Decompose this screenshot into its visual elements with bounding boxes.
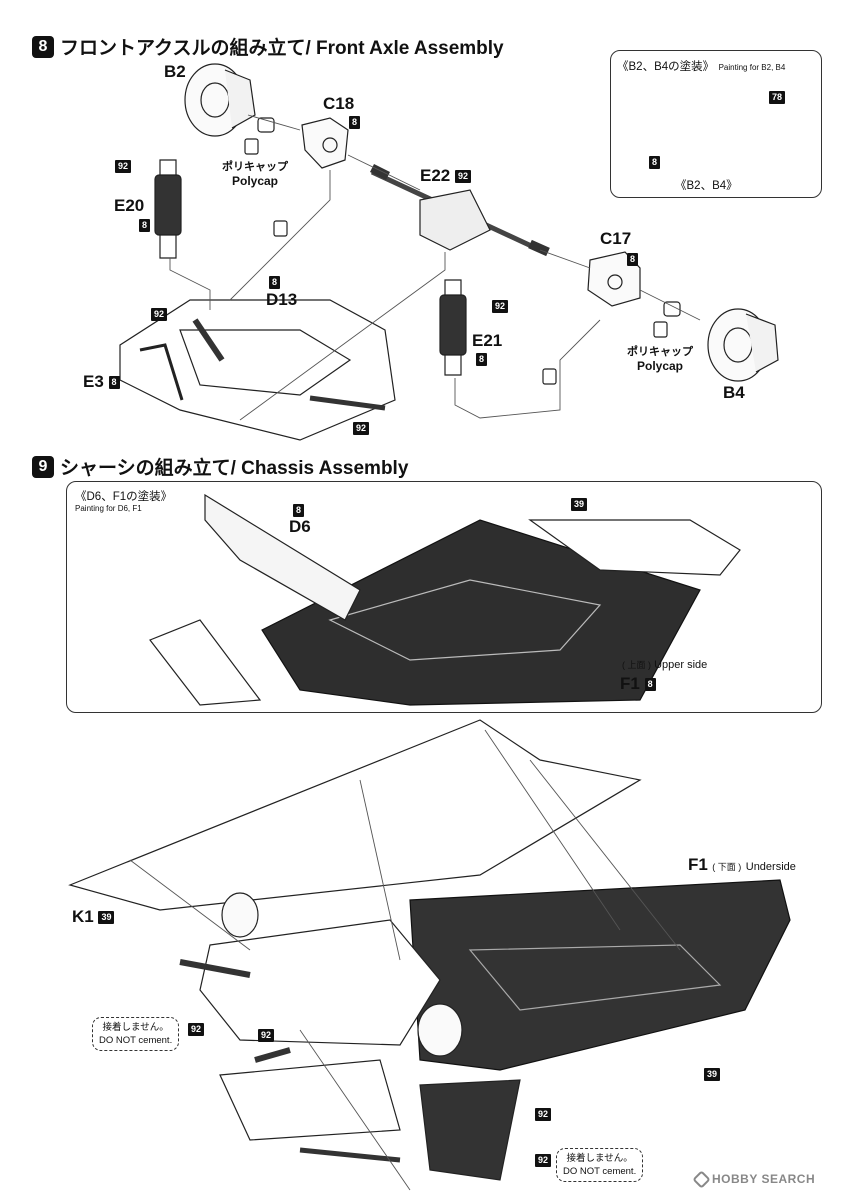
no-cement-jp-right: 接着しません。 (566, 1153, 633, 1164)
e20-top-badge-wrap: 92 (115, 158, 132, 176)
part-e21-label: E21 (472, 331, 503, 350)
c17-badge-wrap: 8 (627, 251, 639, 269)
e22-badge: 92 (454, 170, 471, 184)
e20-badge-wrap: 8 (139, 217, 151, 235)
part-d13-label: D13 (266, 290, 298, 309)
no-cement-en-left: DO NOT cement. (99, 1035, 173, 1046)
part-c18-label: C18 (323, 94, 354, 114)
part-e20-label: E20 (114, 196, 145, 215)
watermark-text: HOBBY SEARCH (712, 1172, 816, 1186)
d6-f1-paint-title: 《D6、F1の塗装》 Painting for D6, F1 (75, 488, 172, 513)
paint-8-badge: 8 (649, 156, 661, 170)
underside-jp: ( 下面 ) (712, 862, 742, 872)
e21-top-badge-wrap: 92 (492, 298, 509, 316)
part-f1-under-text: F1 (688, 855, 708, 874)
part-c18-text: C18 (323, 94, 355, 113)
polycap-label-left: ポリキャップ Polycap (220, 158, 290, 188)
no-cement-jp-left: 接着しません。 (102, 1022, 169, 1033)
step-9-title: シャーシの組み立て/ Chassis Assembly (60, 458, 409, 479)
e21-badge: 8 (476, 353, 488, 367)
e20-badge: 8 (139, 219, 151, 233)
part-b4-label: B4 (723, 383, 745, 402)
polycap-label-right: ポリキャップ Polycap (625, 343, 695, 373)
part-k1-text: K1 (72, 907, 94, 926)
f1-underside-label: F1 ( 下面 ) Underside (688, 855, 796, 875)
polycap-jp: ポリキャップ (222, 161, 288, 173)
d6-f1-paint-title-en: Painting for D6, F1 (75, 504, 142, 513)
paint-78-badge: 78 (769, 91, 786, 105)
d6-f1-paint-title-jp: 《D6、F1の塗装》 (75, 491, 173, 503)
b2-b4-paint-title: 《B2、B4の塗装》 Painting for B2, B4 (617, 57, 785, 75)
d6-badge-wrap: 8 (293, 502, 305, 520)
part-d6-label: D6 (289, 517, 311, 536)
do-not-cement-callout-right: 接着しません。 DO NOT cement. (556, 1148, 644, 1182)
d6-f1-paint-box: 《D6、F1の塗装》 Painting for D6, F1 8 D6 39 (… (66, 481, 822, 713)
rod-badge: 92 (353, 422, 370, 436)
do-not-cement-callout-left: 接着しません。 DO NOT cement. (92, 1017, 180, 1051)
b2-b4-paint-title-jp: 《B2、B4の塗装》 (617, 61, 715, 73)
hobby-search-logo-icon (692, 1169, 711, 1189)
e20-top-badge: 92 (115, 160, 132, 174)
e21-badge-wrap: 8 (476, 351, 488, 369)
part-e22-text: E22 (420, 166, 451, 185)
bottom-92-badge: 92 (535, 1108, 552, 1122)
bottom-92-badge-wrap: 92 (535, 1106, 552, 1124)
paint-39-badge-wrap: 39 (571, 496, 588, 514)
paint-78-badge-wrap: 78 (769, 89, 786, 107)
upper-side-jp: ( 上面 ) (622, 660, 651, 670)
part-f1-upper-label: F1 8 (620, 674, 656, 694)
floor-39-badge-wrap: 39 (704, 1066, 721, 1084)
polycap-jp-right: ポリキャップ (627, 346, 693, 358)
part-e3-label: E3 8 (83, 372, 120, 392)
part-k1-label: K1 39 (72, 907, 115, 927)
step-9-number: 9 (32, 455, 54, 478)
left-92-badge-wrap: 92 (188, 1021, 205, 1039)
bottom-right-92-badge: 92 (535, 1154, 552, 1168)
hobby-search-watermark: HOBBY SEARCH (692, 1169, 816, 1189)
step-8-heading: 8 フロントアクスルの組み立て/ Front Axle Assembly (32, 33, 504, 60)
part-f1-upper-text: F1 (620, 674, 640, 693)
b2-b4-paint-caption: 《B2、B4》 (675, 180, 738, 192)
upper-side-label: ( 上面 ) Upper side (622, 658, 707, 671)
e21-top-badge: 92 (492, 300, 509, 314)
b2-b4-paint-box: 《B2、B4の塗装》 Painting for B2, B4 78 8 《B2、… (610, 50, 822, 198)
rod-badge-wrap: 92 (353, 420, 370, 438)
f1-upper-badge: 8 (644, 678, 656, 692)
b2-b4-paint-title-en: Painting for B2, B4 (718, 63, 786, 72)
d13-badge-wrap: 8 (269, 274, 281, 292)
part-c18-badge: 8 (349, 116, 361, 130)
upper-side-en: Upper side (654, 659, 708, 671)
part-c17-label: C17 (600, 229, 632, 248)
d13-badge: 8 (269, 276, 281, 290)
paint-8-badge-wrap: 8 (649, 154, 661, 172)
part-b2-label: B2 (164, 62, 186, 81)
part-e22-label: E22 92 (420, 166, 471, 186)
part-c18-badge-wrap: 8 (349, 114, 361, 132)
no-cement-en-right: DO NOT cement. (563, 1166, 637, 1177)
arm-badge: 92 (151, 308, 168, 322)
arm-badge-wrap: 92 (151, 306, 168, 324)
left-92-badge: 92 (188, 1023, 205, 1037)
paint-39-badge: 39 (571, 498, 588, 512)
step-8-number: 8 (32, 35, 54, 58)
step-8-title: フロントアクスルの組み立て/ Front Axle Assembly (60, 38, 504, 59)
e3-badge: 8 (108, 376, 120, 390)
c17-badge: 8 (627, 253, 639, 267)
d6-badge: 8 (293, 504, 305, 518)
mid-92-badge: 92 (258, 1029, 275, 1043)
polycap-en-right: Polycap (636, 359, 684, 373)
part-e3-text: E3 (83, 372, 104, 391)
step-9-heading: 9 シャーシの組み立て/ Chassis Assembly (32, 453, 408, 480)
k1-badge: 39 (98, 911, 115, 925)
mid-92-badge-wrap: 92 (258, 1027, 275, 1045)
floor-39-badge: 39 (704, 1068, 721, 1082)
underside-en: Underside (745, 861, 796, 873)
bottom-right-92-badge-wrap: 92 (535, 1152, 552, 1170)
polycap-en: Polycap (231, 174, 279, 188)
